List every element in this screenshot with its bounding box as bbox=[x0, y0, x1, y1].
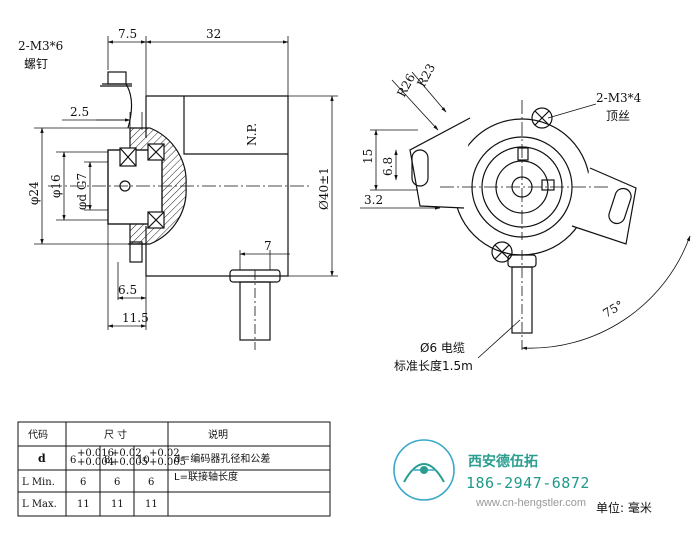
row-d-v1-tol-up: +0.016 bbox=[77, 448, 114, 459]
dim-6-5: 6.5 bbox=[118, 283, 137, 297]
side-view bbox=[34, 36, 338, 350]
row-d-v1: 6 bbox=[70, 455, 76, 466]
dim-3-2: 3.2 bbox=[364, 193, 383, 207]
dim-6-8: 6.8 bbox=[381, 157, 395, 176]
dim-r23: R23 bbox=[414, 61, 438, 89]
company-name: 西安德伍拓 bbox=[468, 453, 538, 470]
row-d-v2: 8 bbox=[104, 455, 110, 466]
row-lmin-desc: L=联接轴长度 bbox=[174, 470, 238, 483]
dim-phi40: Ø40±1 bbox=[317, 167, 331, 210]
np-mark: N.P. bbox=[245, 123, 259, 146]
front-view bbox=[360, 71, 691, 359]
row-d-code: d bbox=[38, 452, 46, 465]
dim-32: 32 bbox=[206, 27, 221, 41]
th-desc: 说明 bbox=[208, 428, 228, 441]
dim-phi16: φ16 bbox=[49, 174, 63, 198]
row-d-v2-tol-dn: +0.005 bbox=[111, 457, 148, 468]
screw-name: 螺钉 bbox=[24, 57, 48, 71]
cable-label: Ø6 电缆 bbox=[420, 341, 465, 355]
row-d-v3-tol-dn: +0.005 bbox=[149, 457, 186, 468]
row-d-v3-tol-up: +0.02 bbox=[149, 448, 180, 459]
set-screw-label: 2-M3*4 bbox=[596, 91, 642, 105]
spec-table bbox=[17, 421, 331, 517]
phone-number: 186-2947-6872 bbox=[466, 474, 590, 492]
cable-length: 标准长度1.5m bbox=[394, 358, 473, 373]
row-d-v2-tol-up: +0.02 bbox=[111, 448, 142, 459]
row-d-v3: 10 bbox=[137, 455, 150, 466]
dim-11-5: 11.5 bbox=[122, 311, 149, 325]
dim-phi24: φ24 bbox=[27, 181, 41, 205]
website: www.cn-hengstler.com bbox=[475, 497, 586, 509]
brand-logo bbox=[393, 439, 455, 501]
dim-7-5: 7.5 bbox=[118, 27, 137, 41]
unit-note: 单位: 毫米 bbox=[596, 500, 652, 515]
dim-2-5: 2.5 bbox=[70, 105, 89, 119]
th-code: 代码 bbox=[28, 429, 48, 441]
dim-r26: R26 bbox=[394, 71, 418, 99]
row-lmax-v1: 11 bbox=[77, 499, 90, 510]
set-screw-name: 顶丝 bbox=[606, 109, 630, 123]
row-lmax-code: L Max. bbox=[22, 499, 57, 510]
dim-7: 7 bbox=[264, 239, 272, 253]
row-lmin-code: L Min. bbox=[22, 477, 55, 488]
dim-15: 15 bbox=[361, 149, 375, 164]
row-d-desc: d＝编码器孔径和公差 bbox=[174, 452, 270, 465]
row-lmin-v2: 6 bbox=[114, 477, 120, 488]
th-size: 尺 寸 bbox=[104, 428, 127, 441]
dim-phid-g7: φd G7 bbox=[75, 173, 89, 210]
row-lmax-v2: 11 bbox=[111, 499, 124, 510]
screw-label: 2-M3*6 bbox=[18, 39, 63, 53]
row-lmin-v1: 6 bbox=[80, 477, 86, 488]
angle-75: 75° bbox=[601, 298, 626, 321]
row-lmin-v3: 6 bbox=[148, 477, 154, 488]
row-d-v1-tol-dn: +0.004 bbox=[77, 457, 114, 468]
row-lmax-v3: 11 bbox=[145, 499, 158, 510]
